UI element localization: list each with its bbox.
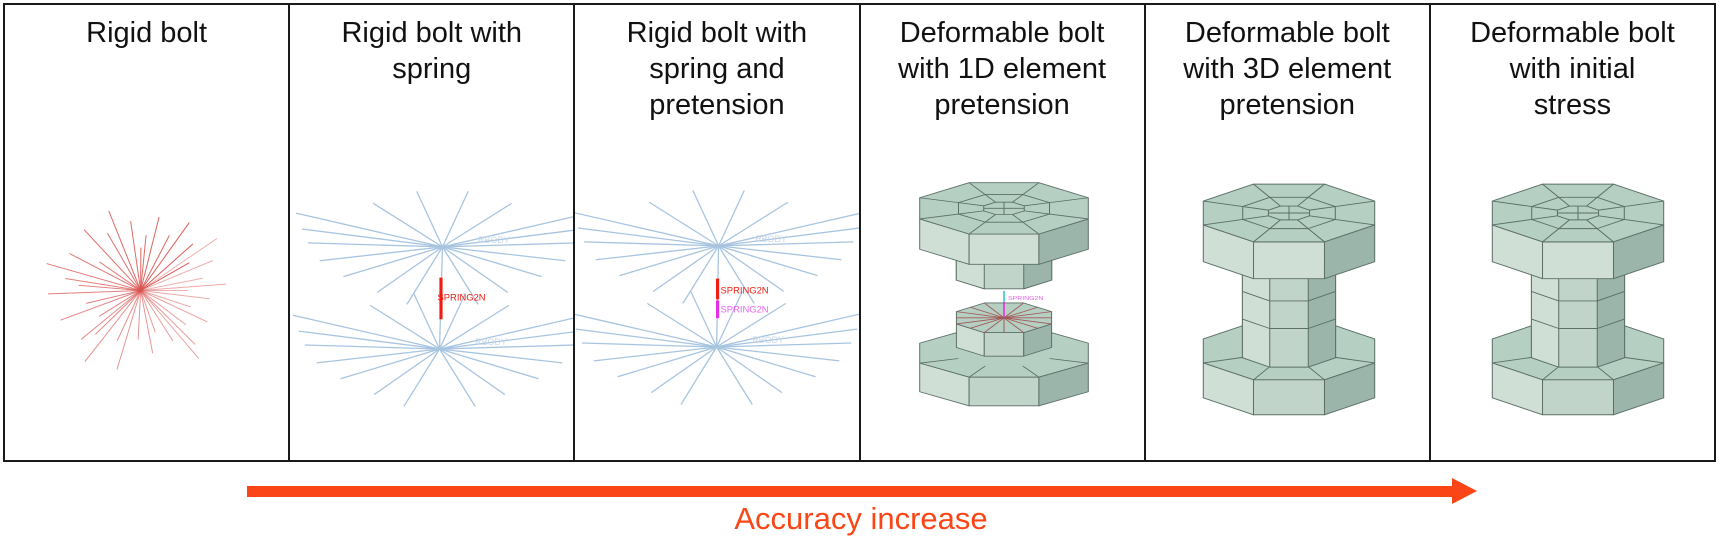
split-bolt-figure: SPRING2N — [861, 5, 1144, 460]
rbody-bottom-label: RBODY — [753, 335, 785, 345]
rigid-spider-top-icon — [575, 190, 859, 304]
accuracy-arrow-shaft — [247, 486, 1453, 497]
panel-title: Deformable bolt with 3D element pretensi… — [1183, 17, 1392, 121]
rigid-spider-top-icon — [295, 191, 574, 305]
comparison-table: Rigid bolt RBODY RBODY SPRING2N Rigid bo… — [3, 3, 1716, 462]
bolt-initial-stress-figure — [1431, 5, 1714, 460]
panel-deformable-1d-pretension: SPRING2N Deformable bolt with 1D element… — [861, 5, 1146, 460]
panel-deformable-initial-stress: Deformable bolt with initial stress — [1431, 5, 1714, 460]
panel-rigid-bolt-spring: RBODY RBODY SPRING2N Rigid bolt with spr… — [290, 5, 576, 460]
accuracy-arrow-label: Accuracy increase — [734, 501, 988, 536]
rigid-spider-bottom-icon — [292, 293, 574, 407]
rbody-top-label: RBODY — [478, 235, 510, 245]
rbody-top-label: RBODY — [756, 234, 788, 244]
spring-element-label: SPRING2N — [438, 291, 486, 302]
panel-title: Rigid bolt with spring — [341, 17, 523, 85]
mesh-bolt-icon — [1457, 167, 1699, 419]
mesh-bolt-icon — [1168, 167, 1410, 419]
pretension-spider-figure: RBODY RBODY SPRING2N SPRING2N — [575, 5, 859, 460]
spring-spider-figure: RBODY RBODY SPRING2N — [290, 5, 574, 460]
rigid-spider-figure — [5, 5, 288, 460]
bolt-3d-figure — [1146, 5, 1429, 460]
panel-title: Deformable bolt with 1D element pretensi… — [898, 17, 1107, 121]
rigid-spider-icon — [46, 210, 227, 370]
spring-upper-label: SPRING2N — [721, 284, 769, 295]
spring-element-label: SPRING2N — [1007, 296, 1043, 302]
panel-rigid-bolt-spring-pretension: RBODY RBODY SPRING2N SPRING2N Rigid bolt… — [575, 5, 861, 460]
panel-title: Rigid bolt with spring and pretension — [626, 17, 808, 121]
rbody-bottom-label: RBODY — [475, 337, 507, 347]
spring-lower-label: SPRING2N — [721, 303, 769, 314]
panel-deformable-3d-pretension: Deformable bolt with 3D element pretensi… — [1146, 5, 1431, 460]
panel-title: Deformable bolt with initial stress — [1470, 17, 1675, 121]
accuracy-arrow-head-icon — [1452, 478, 1477, 504]
panel-rigid-bolt: Rigid bolt — [5, 5, 291, 460]
rigid-spider-bottom-icon — [575, 291, 859, 405]
panel-title: Rigid bolt — [86, 17, 208, 49]
